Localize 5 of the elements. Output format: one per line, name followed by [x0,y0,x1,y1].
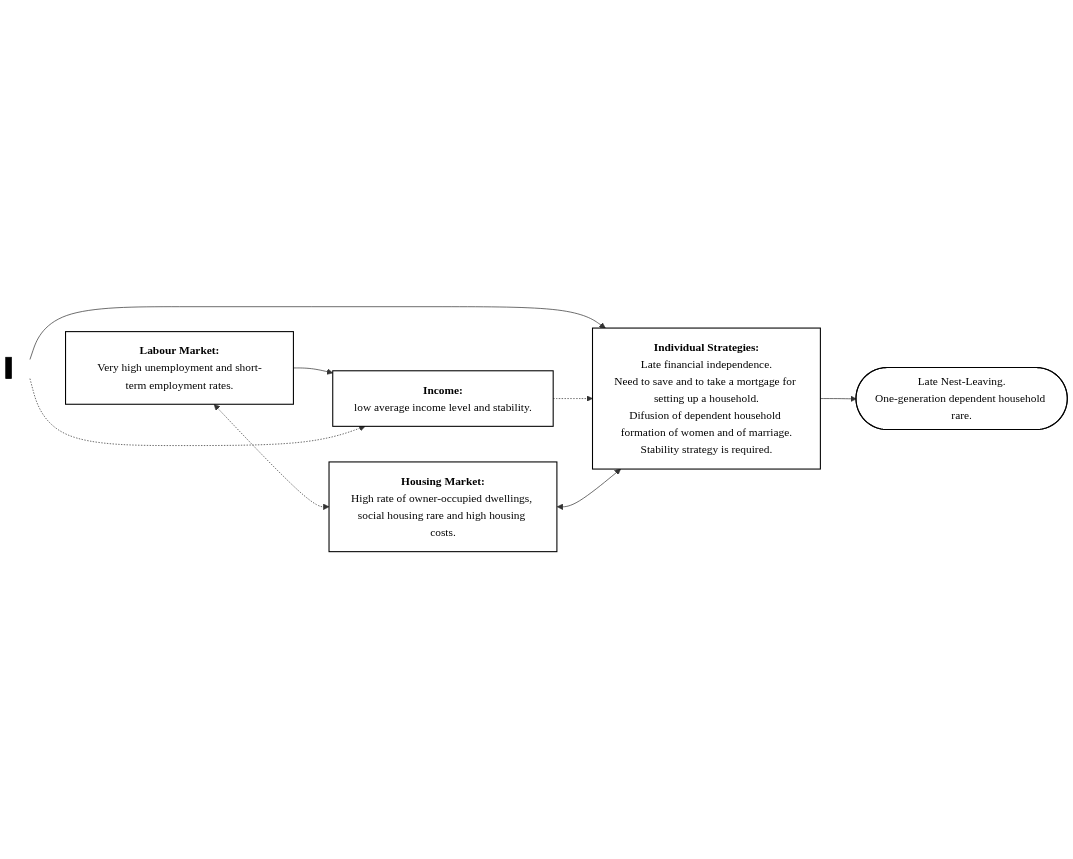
node-bar [5,357,12,380]
node-box: Housing Market: High rate of owner-occupied dwellings, social housing rare and high housing costs. [328,461,558,553]
node-box: Income: low average income level and stability. [332,370,554,428]
node-box: Labour Market: Very high unemployment and short-term employment rates. [65,331,294,406]
node-box: Individual Strategies: Late financial independence. Need to save and to take a mortgage for setting up a household. Difusion of dependent household formation of women and of marriage. Stability strategy is required. [591,327,821,470]
